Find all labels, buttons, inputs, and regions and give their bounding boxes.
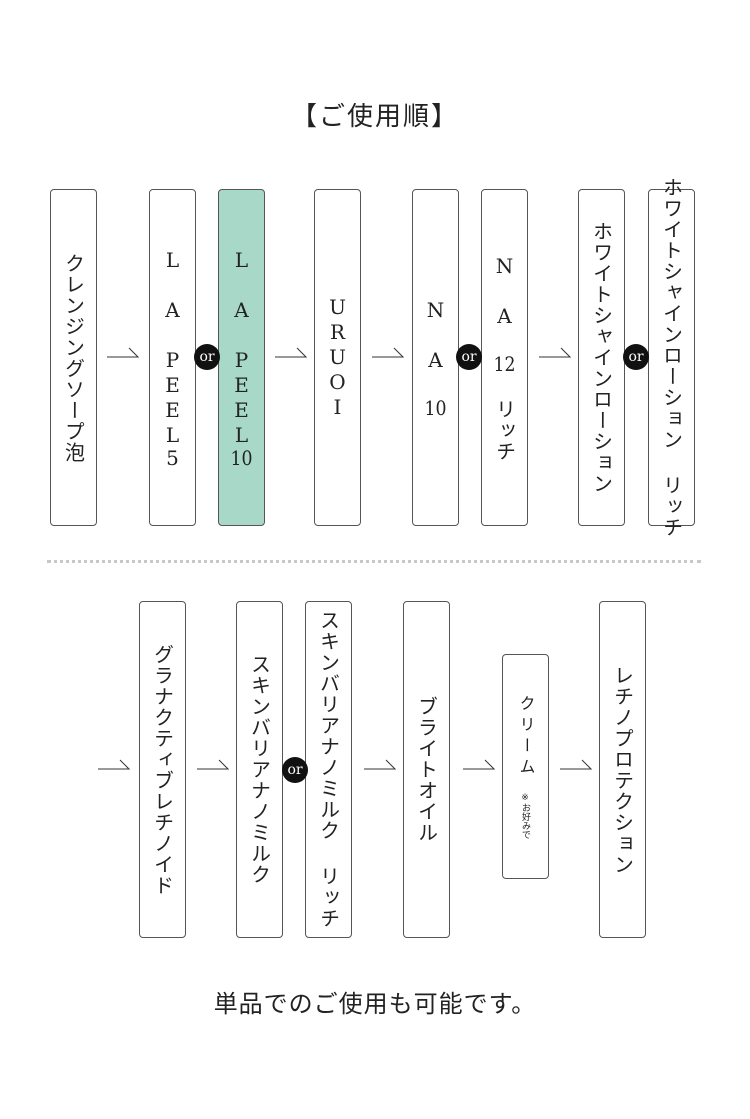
step-skin-barrier-nano-milk-rich: スキンバリアナノミルク リッチ <box>305 601 352 938</box>
step-cleansing-soap: クレンジングソープ泡 <box>50 189 97 526</box>
step-la-peel10: L A PEEL10 <box>218 189 265 526</box>
step-label: クリーム <box>516 694 536 779</box>
arrow-icon <box>364 759 396 770</box>
or-badge: or <box>623 344 649 370</box>
step-label: クレンジングソープ泡 <box>61 252 86 463</box>
step-label: N A 12 リッチ <box>492 253 517 462</box>
step-label: スキンバリアナノミルク <box>247 654 272 885</box>
step-label: L A PEEL5 <box>160 247 185 468</box>
digits: 10 <box>424 397 447 418</box>
step-white-shine-lotion-rich: ホワイトシャインローション リッチ <box>648 177 695 538</box>
arrow-icon <box>560 759 592 770</box>
step-label: ホワイトシャインローション <box>589 221 614 494</box>
step-label: L A PEEL10 <box>229 247 254 468</box>
step-na12-rich: N A 12 リッチ <box>481 189 528 526</box>
arrow-icon <box>197 759 229 770</box>
page-title: 【ご使用順】 <box>290 102 459 132</box>
footer-note: 単品でのご使用も可能です。 <box>213 990 537 1018</box>
step-skin-barrier-nano-milk: スキンバリアナノミルク <box>236 601 283 938</box>
step-bright-oil: ブライトオイル <box>403 601 450 938</box>
step-label: N A 10 <box>423 297 448 418</box>
step-label: URUOI <box>325 295 350 420</box>
step-retino-protection: レチノプロテクション <box>599 601 646 938</box>
arrow-icon <box>107 347 139 358</box>
step-label: グラナクティブレチノイド <box>150 643 175 896</box>
digits: 12 <box>493 353 516 374</box>
digits: 5 <box>166 447 179 468</box>
step-na10: N A 10 <box>412 189 459 526</box>
step-white-shine-lotion: ホワイトシャインローション <box>578 189 625 526</box>
step-label: ホワイトシャインローション リッチ <box>659 177 684 538</box>
step-label: レチノプロテクション <box>610 664 635 875</box>
or-badge: or <box>282 757 308 783</box>
digits: 10 <box>230 447 253 468</box>
cream-note: ※お好みで <box>520 792 530 839</box>
step-label: ブライトオイル <box>414 696 439 843</box>
arrow-icon <box>98 759 130 770</box>
arrow-icon <box>463 759 495 770</box>
arrow-icon <box>372 347 404 358</box>
or-badge: or <box>194 344 220 370</box>
step-uruoi: URUOI <box>314 189 361 526</box>
step-la-peel5: L A PEEL5 <box>149 189 196 526</box>
step-cream: クリーム ※お好みで <box>502 654 549 879</box>
dotted-divider <box>47 560 701 563</box>
arrow-icon <box>275 347 307 358</box>
step-label: スキンバリアナノミルク リッチ <box>316 610 341 929</box>
arrow-icon <box>539 347 571 358</box>
or-badge: or <box>456 344 482 370</box>
step-granactive-retinoid: グラナクティブレチノイド <box>139 601 186 938</box>
